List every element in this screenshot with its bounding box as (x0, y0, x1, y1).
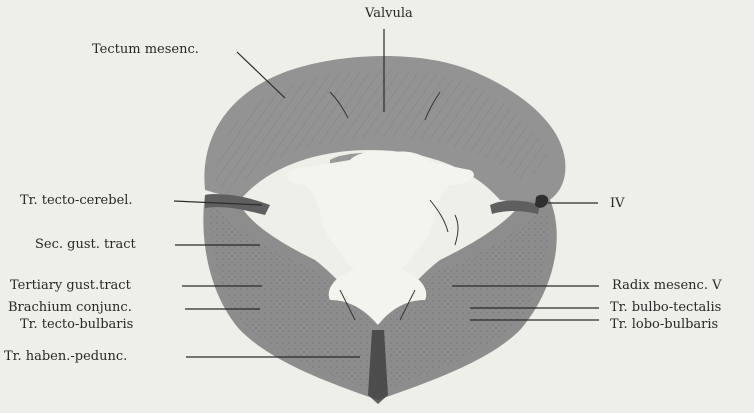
label-tertiary-gust-tract: Tertiary gust.tract (10, 278, 131, 294)
label-tr-tecto-cerebel: Tr. tecto-cerebel. (20, 193, 133, 209)
label-brachium-conjunc: Brachium conjunc. (8, 300, 132, 316)
label-tr-haben-pedunc: Tr. haben.-pedunc. (4, 349, 127, 365)
label-radix-mesenc-v: Radix mesenc. V (612, 278, 721, 294)
label-tr-tecto-bulbaris: Tr. tecto-bulbaris (20, 317, 133, 333)
label-iv: IV (610, 196, 625, 212)
label-sec-gust-tract: Sec. gust. tract (35, 237, 136, 253)
label-valvula: Valvula (365, 6, 413, 22)
label-tectum-mesenc: Tectum mesenc. (92, 42, 199, 58)
label-tr-bulbo-tectalis: Tr. bulbo-tectalis (610, 300, 721, 316)
label-tr-lobo-bulbaris: Tr. lobo-bulbaris (610, 317, 718, 333)
